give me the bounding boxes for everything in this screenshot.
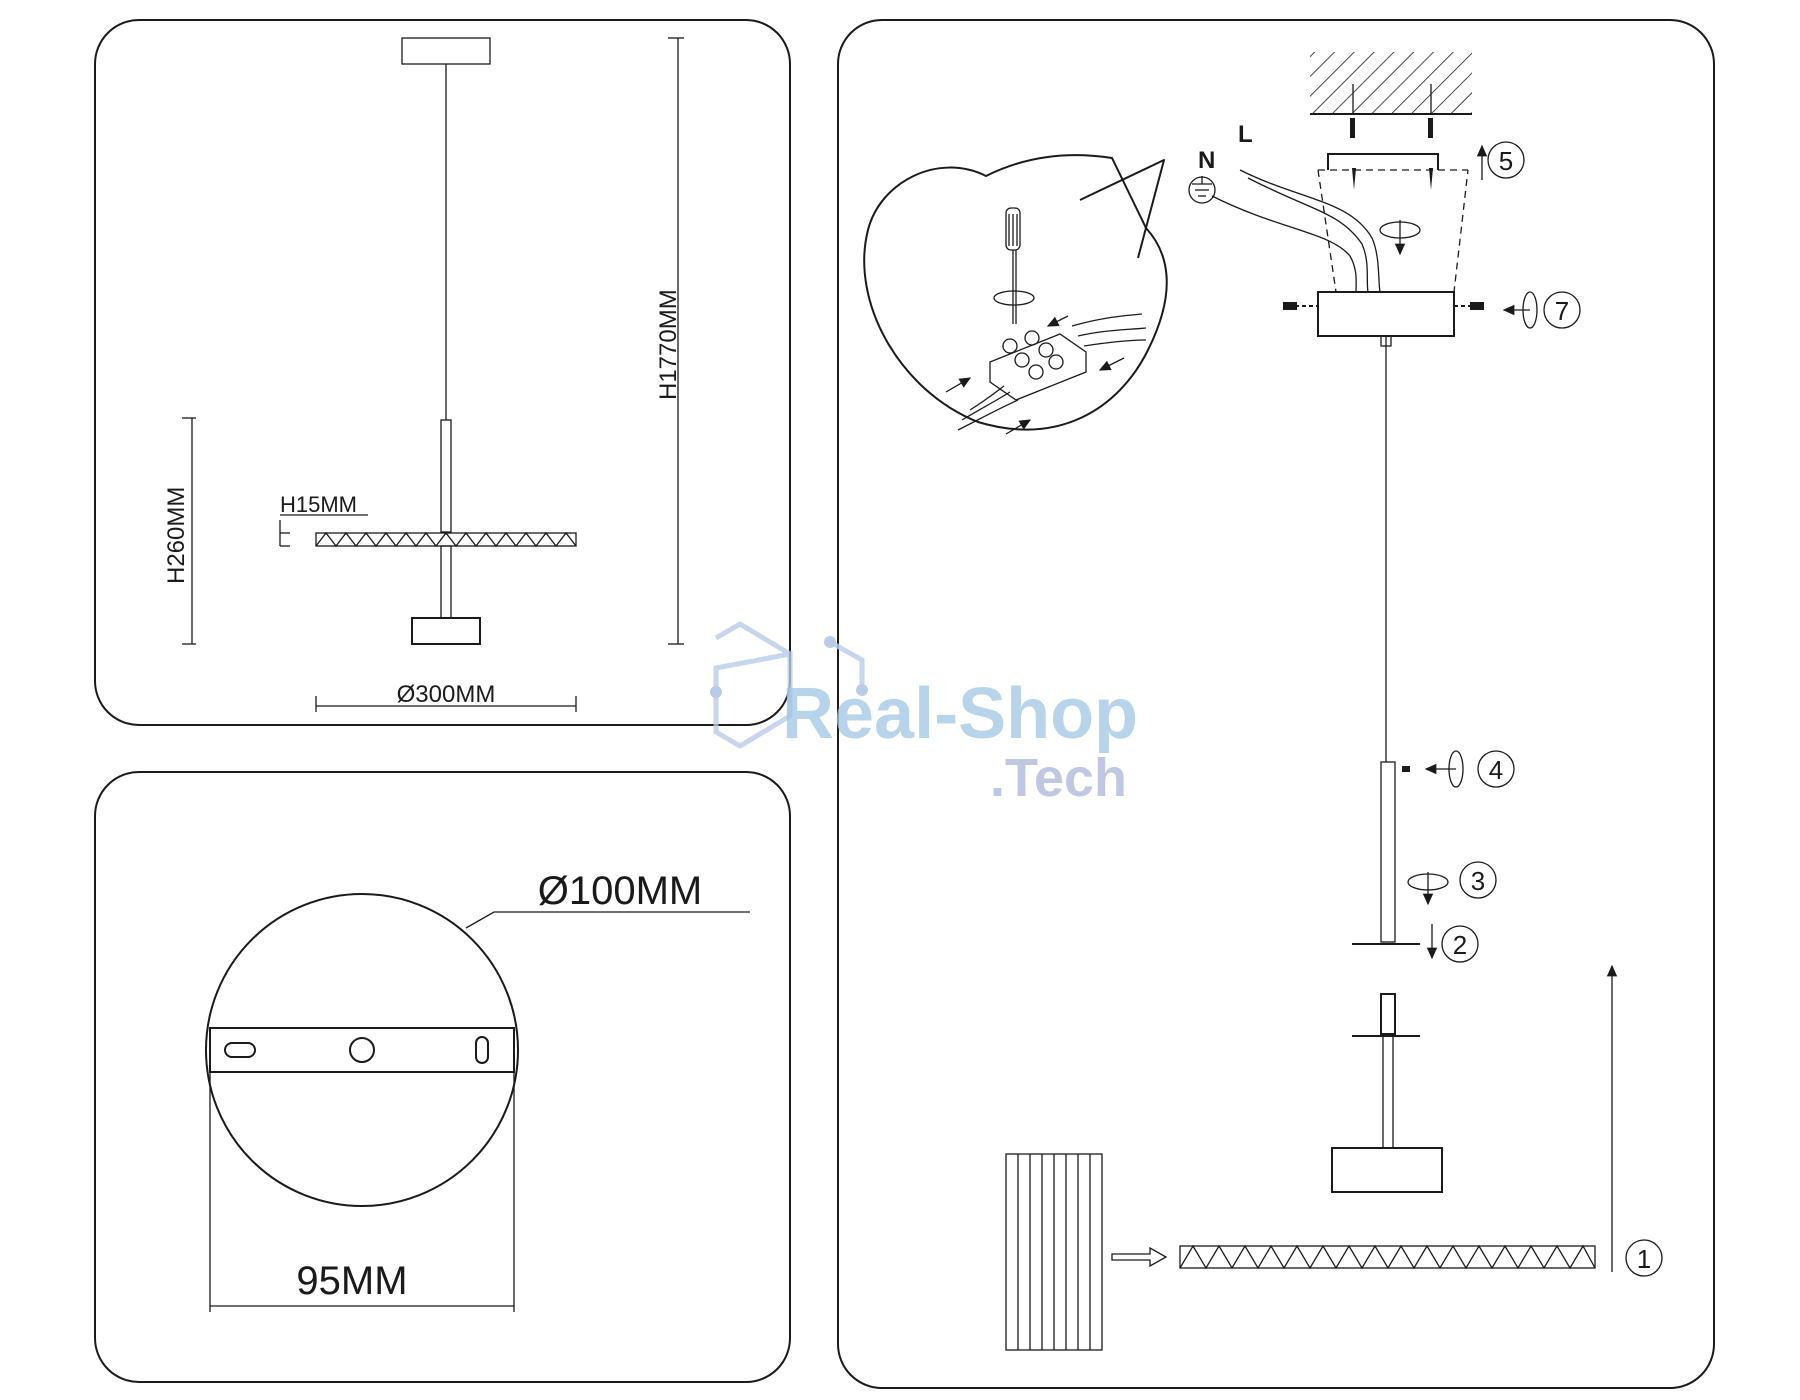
panel-canopy-detail: Ø100MM 95MM bbox=[94, 771, 791, 1383]
canopy-circle bbox=[205, 893, 519, 1207]
step-3: 3 bbox=[1407, 861, 1497, 906]
svg-text:3: 3 bbox=[1471, 866, 1485, 896]
terminal-block bbox=[989, 330, 1087, 401]
diameter-canopy-label: Ø100MM bbox=[538, 869, 703, 913]
svg-text:2: 2 bbox=[1453, 930, 1467, 960]
ceiling bbox=[1310, 52, 1472, 114]
diameter-disc-label: Ø300MM bbox=[397, 681, 496, 708]
mounting-bracket bbox=[209, 1027, 515, 1073]
canopy bbox=[401, 37, 491, 65]
step-7: 7 bbox=[1502, 291, 1581, 329]
watermark-domain: .Tech bbox=[990, 748, 1127, 808]
terminal-zoom-bubble bbox=[863, 154, 1168, 435]
step-2: 2 bbox=[1426, 924, 1479, 963]
rotate-arrow-icon bbox=[1448, 750, 1464, 788]
neutral-label: N bbox=[1198, 147, 1215, 174]
step-5: 5 bbox=[1476, 141, 1525, 180]
direction-arrow-icon bbox=[1111, 1246, 1168, 1268]
ground-icon bbox=[1188, 176, 1216, 204]
live-label: L bbox=[1238, 121, 1253, 148]
svg-text:1: 1 bbox=[1637, 1244, 1651, 1274]
screwdriver-icon bbox=[1005, 207, 1021, 324]
watermark-name: Real-Shop bbox=[782, 674, 1138, 754]
svg-text:5: 5 bbox=[1499, 146, 1513, 176]
panel-dimensions: H1770MM H260MM H15MM Ø300MM bbox=[94, 19, 791, 726]
height-total-label: H1770MM bbox=[655, 289, 682, 400]
step-1: 1 bbox=[1625, 1239, 1663, 1277]
watermark: Real-Shop .Tech bbox=[710, 621, 1138, 808]
bottom-cylinder bbox=[411, 617, 481, 645]
step-4: 4 bbox=[1402, 750, 1515, 788]
rotate-arrow-icon bbox=[1522, 291, 1538, 329]
bracket-width-label: 95MM bbox=[296, 1259, 407, 1303]
panel-installation: 1 2 3 4 5 6 bbox=[837, 19, 1715, 1389]
svg-text:4: 4 bbox=[1489, 755, 1503, 785]
canopy-installed bbox=[1317, 291, 1455, 337]
height-disc-label: H15MM bbox=[280, 492, 357, 517]
svg-text:7: 7 bbox=[1555, 296, 1569, 326]
bottom-cylinder-installed bbox=[1331, 1147, 1443, 1193]
height-shade-label: H260MM bbox=[163, 487, 190, 584]
